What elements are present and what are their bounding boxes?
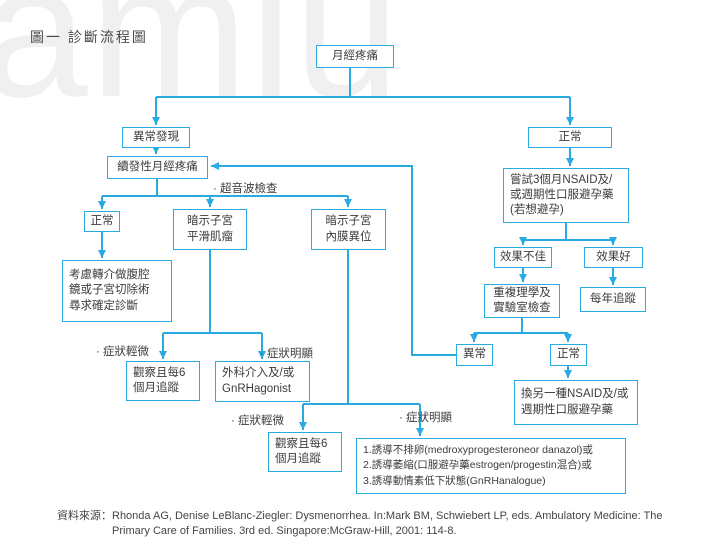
node-annual-follow: 每年追蹤 [580,287,646,312]
node-normal-top: 正常 [528,127,612,148]
label-obvious-symptoms-endo: · 症狀明顯 [399,412,453,424]
node-normal-repeat: 正常 [550,344,587,366]
citation-line-2: Primary Care of Families. 3rd ed. Singap… [112,525,457,537]
label-mild-symptoms-leiomyoma: · 症狀輕微 [96,346,150,358]
node-observe-leiomyoma: 觀察且每6 個月追蹤 [126,361,200,401]
node-repeat-exam: 重複理學及 實驗室檢查 [484,284,560,318]
node-secondary-pain: 續發性月經疼痛 [107,156,208,179]
node-observe-endo: 觀察且每6 個月追蹤 [268,432,342,472]
node-switch-nsaid: 換另一種NSAID及/或 週期性口服避孕藥 [514,380,638,425]
node-try-nsaid: 嘗試3個月NSAID及/ 或週期性口服避孕藥 (若想避孕) [503,168,629,223]
source-citation: 資料來源： Rhonda AG, Denise LeBlanc-Ziegler:… [57,509,662,539]
node-abnormal-repeat: 異常 [456,344,493,366]
node-ultrasound-normal: 正常 [84,211,120,232]
node-effect-good: 效果好 [584,247,643,268]
node-surgery-gnrh: 外科介入及/或 GnRHagonist [215,361,310,402]
node-effect-poor: 效果不佳 [494,247,552,268]
label-mild-symptoms-endo: · 症狀輕微 [231,415,285,427]
figure-title: 圖一 診斷流程圖 [30,29,148,45]
node-abnormal-finding: 異常發現 [122,127,190,148]
node-menstrual-pain: 月經疼痛 [316,45,394,68]
label-ultrasound-exam: · 超音波檢查 [213,183,278,195]
label-obvious-symptoms-leiomyoma: · 症狀明顯 [260,348,314,360]
node-induction-options: 1.誘導不排卵(medroxyprogesteroneor danazol)或 … [356,438,626,494]
node-leiomyoma: 暗示子宮 平滑肌瘤 [173,209,247,250]
connector-trunks [102,68,613,405]
citation-prefix: 資料來源： [57,510,112,522]
citation-lines: Rhonda AG, Denise LeBlanc-Ziegler: Dysme… [112,509,662,539]
node-endometriosis: 暗示子宮 內膜異位 [311,209,386,250]
citation-line-1: Rhonda AG, Denise LeBlanc-Ziegler: Dysme… [112,510,663,522]
arrow-feedback-abnormal-to-secondary [211,162,456,356]
node-consider-referral: 考慮轉介做腹腔 鏡或子宮切除術 尋求確定診斷 [62,260,172,322]
